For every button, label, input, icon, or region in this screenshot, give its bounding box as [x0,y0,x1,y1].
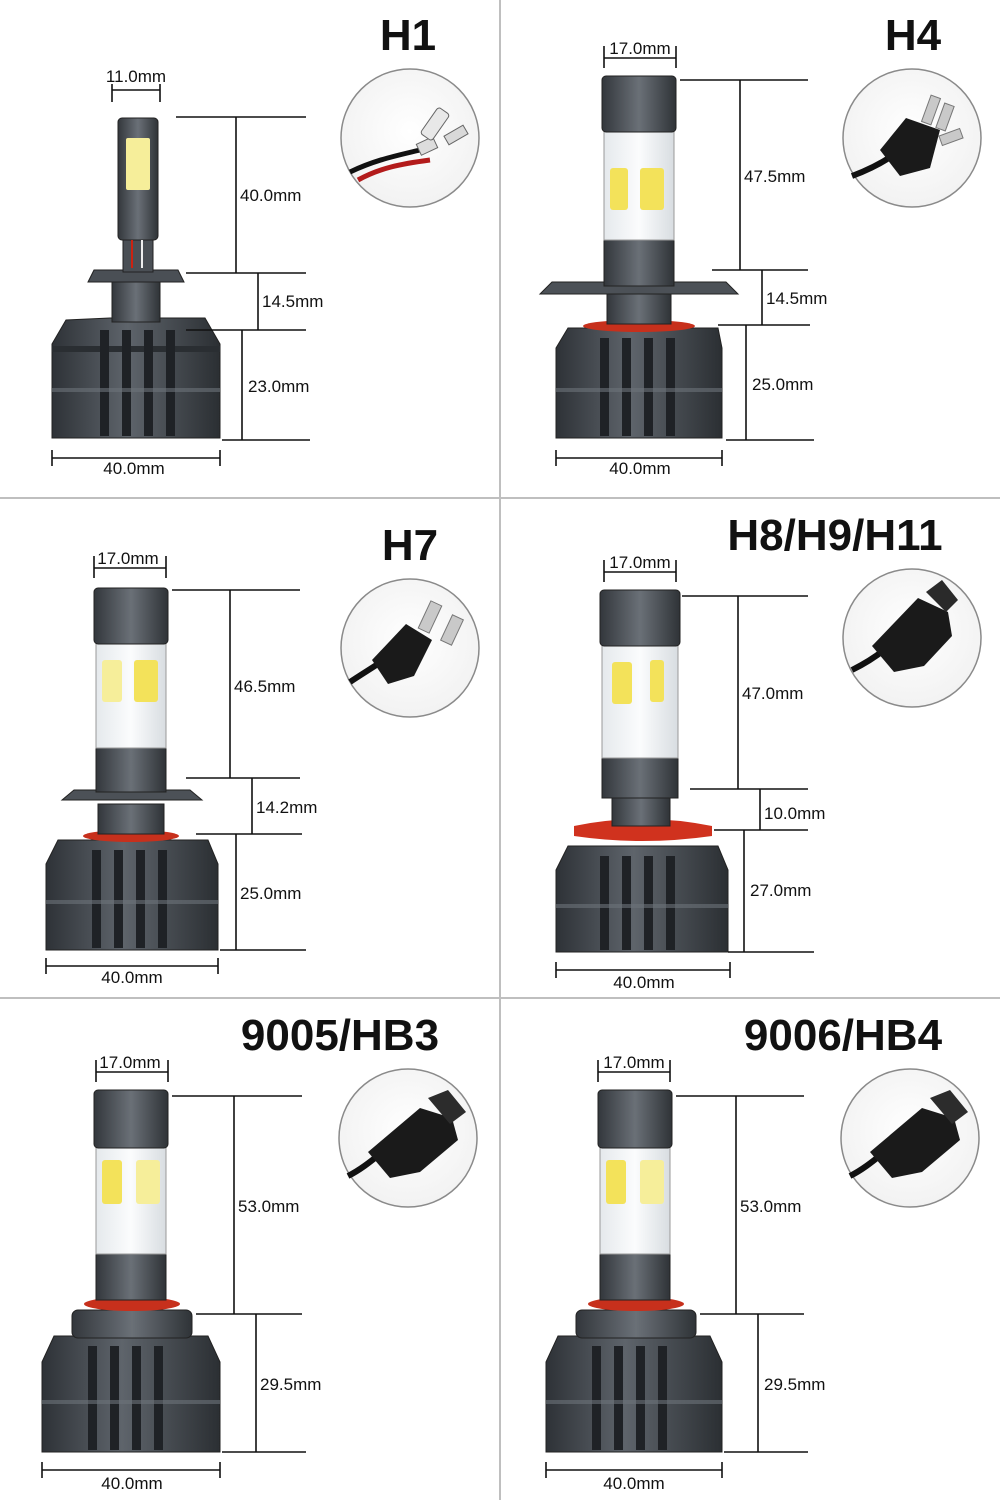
height-label-3: 25.0mm [752,375,813,394]
panel-title: H8/H9/H11 [727,511,942,560]
h1-bulb [51,117,221,439]
hb3-dimensions: 17.0mm 53.0mm 29.5mm 40.0mm [41,1053,321,1493]
h7-dimensions: 17.0mm 46.5mm 14.2mm 25.0mm 40.0mm [45,549,317,987]
panel-9005-hb3: 9005/HB3 17.0mm [41,1011,478,1493]
height-label-2: 29.5mm [764,1375,825,1394]
height-label-2: 10.0mm [764,804,825,823]
top-width-label: 17.0mm [99,1053,160,1072]
height-label-1: 47.5mm [744,167,805,186]
h7-bulb [45,587,219,951]
height-label-3: 27.0mm [750,881,811,900]
height-label-1: 53.0mm [238,1197,299,1216]
height-label-3: 25.0mm [240,884,301,903]
top-width-label: 17.0mm [97,549,158,568]
h4-bulb [538,75,740,439]
height-label-2: 14.5mm [262,292,323,311]
panel-h4: H4 17 [538,11,982,478]
height-label-1: 46.5mm [234,677,295,696]
height-label-1: 47.0mm [742,684,803,703]
panel-title: H7 [382,521,438,570]
height-label-2: 14.5mm [766,289,827,308]
three-prong-connector-icon [842,68,982,208]
width-label: 40.0mm [603,1474,664,1493]
panel-title: H4 [885,11,942,60]
h8-dimensions: 17.0mm 47.0mm 10.0mm 27.0mm 40.0mm [555,553,825,992]
hb4-bulb [545,1089,723,1453]
panel-h1: H1 [51,11,480,478]
hb3-bulb [41,1089,221,1453]
h1-dimensions: 11.0mm 40.0mm 14.5mm 23.0mm 40.0mm [51,67,323,478]
panel-title: H1 [380,11,436,60]
height-label-1: 40.0mm [240,186,301,205]
socket-plug-connector-icon [842,568,982,708]
height-label-2: 14.2mm [256,798,317,817]
hb-plug-connector-icon [840,1068,980,1208]
spade-wire-connector-icon [340,68,480,208]
panel-title: 9006/HB4 [744,1011,943,1060]
width-label: 40.0mm [613,973,674,992]
width-label: 40.0mm [609,459,670,478]
panel-h7: H7 17.0mm [45,521,480,987]
height-label-2: 29.5mm [260,1375,321,1394]
panel-title: 9005/HB3 [241,1011,439,1060]
top-width-label: 17.0mm [609,553,670,572]
height-label-3: 23.0mm [248,377,309,396]
hb-plug-connector-icon [338,1068,478,1208]
width-label: 40.0mm [101,1474,162,1493]
two-prong-connector-icon [340,578,480,718]
top-width-label: 11.0mm [106,67,166,86]
width-label: 40.0mm [101,968,162,987]
width-label: 40.0mm [103,459,164,478]
panel-9006-hb4: 9006/HB4 17.0mm [545,1011,980,1493]
h4-dimensions: 17.0mm 47.5mm 14.5mm 25.0mm 40.0mm [555,39,827,478]
hb4-dimensions: 17.0mm 53.0mm 29.5mm 40.0mm [545,1053,825,1493]
h8-bulb [555,589,729,953]
panel-h8-h9-h11: H8/H9/H11 17.0mm [555,511,982,992]
top-width-label: 17.0mm [609,39,670,58]
top-width-label: 17.0mm [603,1053,664,1072]
height-label-1: 53.0mm [740,1197,801,1216]
